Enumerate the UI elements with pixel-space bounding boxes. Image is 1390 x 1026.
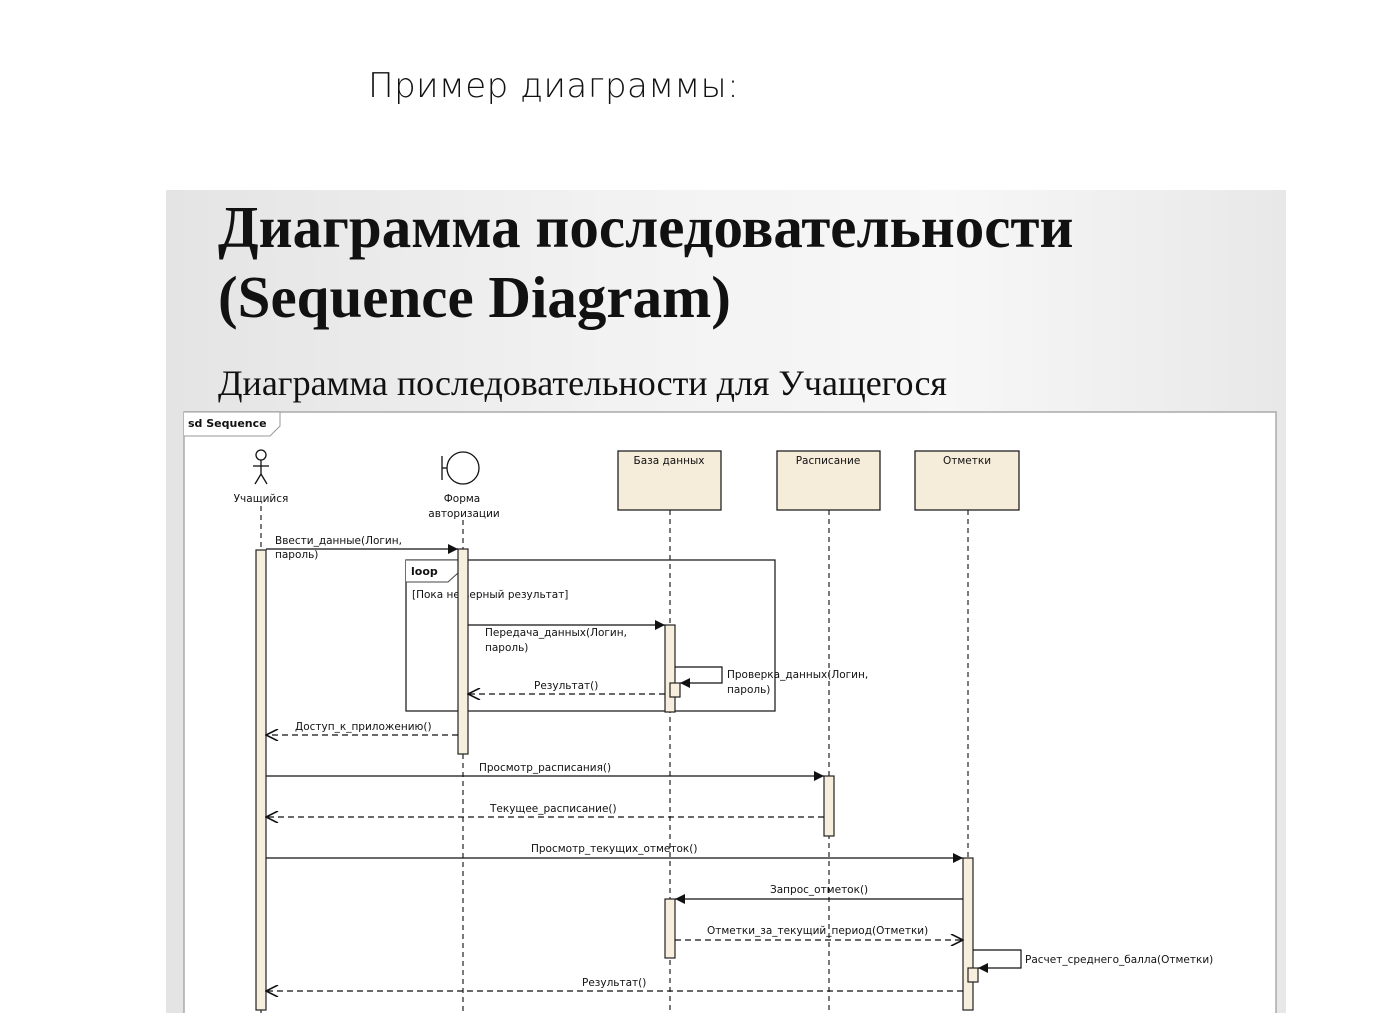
page-heading: Пример диаграммы: bbox=[368, 66, 740, 106]
msg-view-grades-label: Просмотр_текущих_отметок() bbox=[531, 843, 697, 855]
msg-result-2-label: Результат() bbox=[582, 977, 646, 989]
msg-average-arrow bbox=[973, 949, 1022, 973]
lifeline-form-label-1: Форма bbox=[444, 493, 480, 505]
activation-database-check bbox=[669, 682, 681, 698]
msg-enter-data-label-2: пароль) bbox=[275, 549, 318, 561]
loop-fragment bbox=[405, 559, 776, 712]
activation-schedule bbox=[823, 775, 835, 837]
frame-label-box bbox=[184, 411, 281, 437]
lifeline-grades-label: Отметки bbox=[943, 455, 991, 467]
msg-transfer-data-label-2: пароль) bbox=[485, 642, 528, 654]
msg-check-data-label-1: Проверка_данных(Логин, bbox=[727, 669, 868, 681]
msg-grades-period-label: Отметки_за_текущий_период(Отметки) bbox=[707, 925, 928, 937]
lifeline-schedule-label: Расписание bbox=[796, 455, 861, 467]
msg-result-1-label: Результат() bbox=[534, 680, 598, 692]
lifeline-student-label: Учащийся bbox=[234, 493, 289, 505]
lifeline-form-label-2: авторизации bbox=[428, 508, 499, 520]
slide-title-line-1: Диаграмма последовательности bbox=[218, 194, 1074, 260]
msg-check-data-arrow bbox=[675, 666, 723, 688]
sequence-diagram: sd Sequence Учащийся Форма авторизации Б… bbox=[183, 411, 1277, 1013]
actor-icon bbox=[253, 449, 269, 485]
lifeline-grades-box bbox=[914, 450, 1020, 511]
activation-database-2 bbox=[664, 898, 676, 959]
activation-grades bbox=[962, 857, 974, 1011]
slide-title-line-2: (Sequence Diagram) bbox=[218, 264, 731, 330]
activation-form bbox=[457, 548, 469, 755]
lifeline-database-label: База данных bbox=[634, 455, 705, 467]
msg-view-schedule-label: Просмотр_расписания() bbox=[479, 762, 611, 774]
msg-check-data-label-2: пароль) bbox=[727, 684, 770, 696]
msg-request-grades-label: Запрос_отметок() bbox=[770, 884, 868, 896]
boundary-icon bbox=[441, 451, 480, 485]
msg-average-label: Расчет_среднего_балла(Отметки) bbox=[1025, 954, 1213, 966]
loop-guard: [Пока не верный результат] bbox=[412, 589, 568, 601]
loop-label: loop bbox=[411, 565, 438, 578]
slide-image: Диаграмма последовательности (Sequence D… bbox=[166, 190, 1286, 1013]
slide-title: Диаграмма последовательности (Sequence D… bbox=[218, 192, 1073, 332]
sequence-frame bbox=[183, 411, 1277, 1013]
msg-transfer-data-label-1: Передача_данных(Логин, bbox=[485, 627, 627, 639]
slide-subtitle: Диаграмма последовательности для Учащего… bbox=[218, 363, 947, 403]
activation-database-1 bbox=[664, 624, 676, 713]
activation-grades-calc bbox=[967, 967, 979, 983]
msg-enter-data-label-1: Ввести_данные(Логин, bbox=[275, 535, 402, 547]
msg-access-label: Доступ_к_приложению() bbox=[295, 721, 432, 733]
activation-student bbox=[255, 549, 267, 1011]
frame-label: sd Sequence bbox=[188, 417, 267, 430]
msg-current-schedule-label: Текущее_расписание() bbox=[489, 803, 617, 815]
